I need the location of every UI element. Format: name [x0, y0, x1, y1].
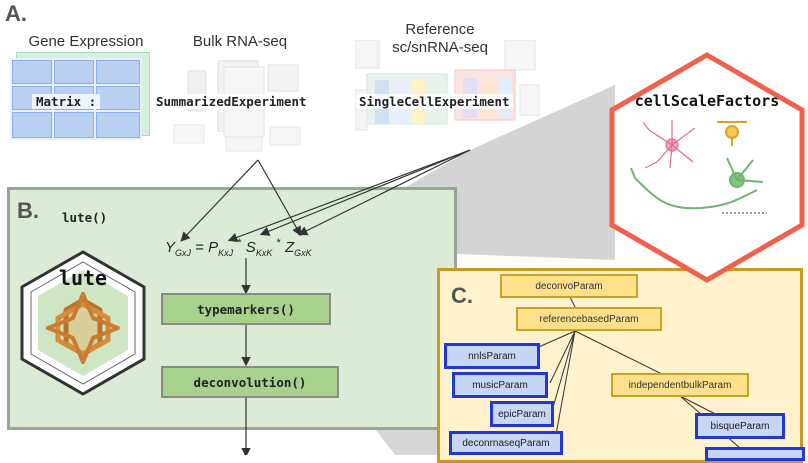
node-musicparam: musicParam: [452, 372, 548, 398]
matrix-label: Matrix :: [32, 94, 101, 109]
node-cropped-blue: [705, 447, 805, 461]
celtic-knot-icon: [46, 292, 120, 364]
eq-p: P: [208, 239, 219, 256]
reference-header-line2: sc/snRNA-seq: [392, 39, 488, 56]
node-independentbulkparam: independentbulkParam: [611, 373, 749, 397]
gene-expression-header: Gene Expression: [28, 33, 144, 50]
lute-logo-hex: [20, 250, 146, 396]
eq-p-sub: KxJ: [218, 248, 234, 258]
deconvolution-step: deconvolution(): [161, 366, 339, 398]
yellow-cell-illustration: [717, 121, 747, 146]
typemarkers-step: typemarkers(): [161, 293, 331, 325]
eq-op2: *: [276, 237, 281, 249]
lute-function-label: lute(): [62, 210, 108, 225]
node-deconrnaseqparam: deconrnaseqParam: [449, 431, 563, 455]
eq-equals: =: [195, 239, 204, 256]
eq-y-sub: GxJ: [175, 248, 192, 258]
panel-c-letter: C.: [451, 283, 473, 308]
panel-a-letter: A.: [5, 1, 27, 26]
deconvolution-equation: YGxJ = PKxJ * SKxK * ZGxK: [165, 237, 312, 258]
cellscalefactors-hex-badge: [609, 52, 805, 283]
bulk-rnaseq-header: Bulk RNA-seq: [192, 33, 288, 50]
pink-cell-illustration: [642, 120, 696, 169]
eq-y: Y: [165, 239, 176, 256]
node-bisqueparam: bisqueParam: [695, 413, 785, 439]
hex-badge-title: cellScaleFactors: [634, 92, 780, 110]
eq-z: Z: [284, 239, 295, 256]
eq-op1: *: [237, 237, 242, 249]
node-nnlsparam: nnlsParam: [444, 343, 540, 369]
node-referencebasedparam: referencebasedParam: [516, 307, 662, 331]
reference-header-line1: Reference: [405, 21, 475, 38]
single-cell-experiment-label: SingleCellExperiment: [356, 94, 513, 109]
node-epicparam: epicParam: [490, 401, 554, 427]
eq-s: S: [245, 239, 256, 256]
eq-s-sub: KxK: [255, 248, 273, 258]
eq-z-sub: GxK: [294, 248, 312, 258]
lute-logo-text: lute: [58, 266, 108, 290]
panel-b-letter: B.: [17, 198, 39, 223]
summarized-experiment-label: SummarizedExperiment: [153, 94, 310, 109]
node-deconvoparam: deconvoParam: [500, 274, 638, 298]
green-neuron-illustration: [630, 157, 764, 210]
